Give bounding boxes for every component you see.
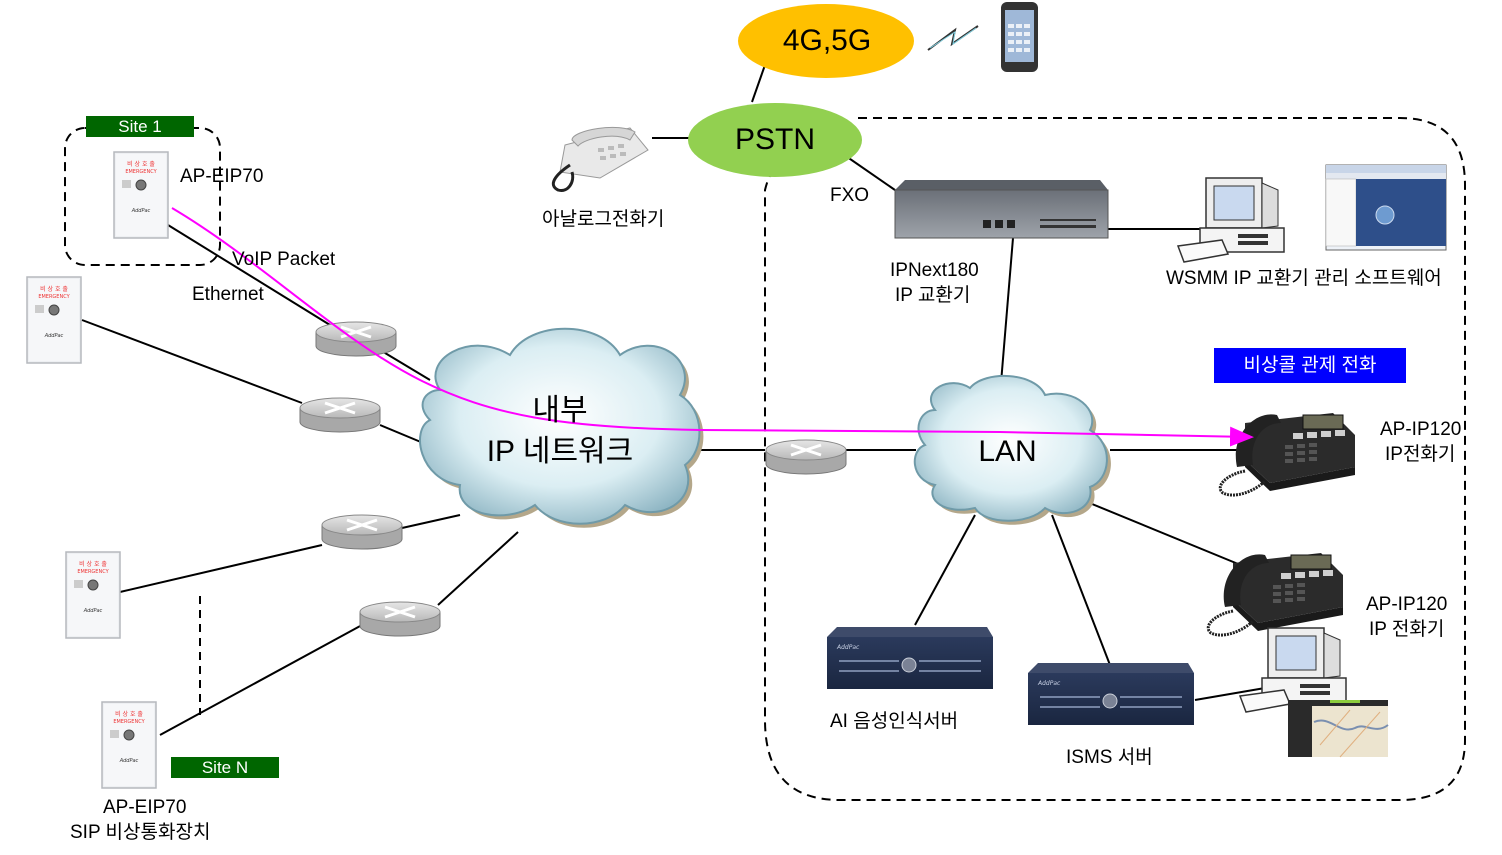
ai-server-label: AI 음성인식서버 [830, 711, 959, 732]
lan-label: LAN [978, 435, 1037, 468]
voip-packet-path [171, 207, 1254, 447]
isms-server-label: ISMS 서버 [1066, 747, 1153, 768]
emergency-phone-icon [113, 151, 169, 239]
map-screenshot-icon [1288, 700, 1389, 758]
connections [81, 64, 1266, 736]
ip-desk-phone-icon [1218, 411, 1357, 497]
internal-boundary [764, 117, 1466, 801]
internal-network-label-2: IP 네트워크 [486, 435, 634, 468]
emergency-phone-icon [65, 551, 121, 639]
site1-device-label: AP-EIP70 [180, 166, 264, 187]
siteN-tag: Site N [171, 757, 279, 778]
ethernet-label: Ethernet [192, 284, 264, 305]
site1-boundary [64, 127, 221, 266]
wsmm-label: WSMM IP 교환기 관리 소프트웨어 [1166, 268, 1442, 289]
voip-packet-label: VoIP Packet [232, 249, 336, 270]
ip-pbx-label-1: IPNext180 [890, 260, 979, 281]
router-icon [320, 513, 404, 551]
wireless-signal-icon [927, 25, 979, 51]
smartphone-icon [1001, 2, 1038, 72]
internal-network-label-1: 내부 [532, 394, 588, 427]
pstn-label: PSTN [734, 123, 815, 156]
pstn-ellipse [688, 103, 862, 177]
control-call-tag: 비상콜 관제 전화 [1214, 348, 1406, 383]
site1-tag: Site 1 [86, 116, 194, 137]
router-icon [298, 396, 382, 434]
router-icon [764, 438, 848, 476]
emergency-phone-icon [101, 701, 157, 789]
ip-phone-1-type: IP전화기 [1385, 444, 1456, 465]
analog-phone-icon [551, 126, 649, 192]
router-icon [314, 320, 398, 358]
emergency-phone-icon [26, 276, 82, 364]
wsmm-screenshot-icon [1325, 164, 1447, 251]
ip-phone-2-type: IP 전화기 [1369, 619, 1445, 640]
isms-server-icon [1027, 662, 1195, 726]
mobile-network-ellipse [738, 4, 914, 78]
isms-pc-icon [1239, 627, 1347, 713]
siteN-device-type: SIP 비상통화장치 [70, 822, 211, 843]
analog-phone-label: 아날로그전화기 [542, 209, 665, 230]
siteN-device-model: AP-EIP70 [103, 797, 187, 818]
mobile-network-label: 4G,5G [782, 24, 872, 57]
ip-phone-1-model: AP-IP120 [1380, 419, 1462, 440]
internal-ip-network-cloud [419, 327, 704, 528]
ip-pbx-icon [894, 180, 1109, 239]
ip-desk-phone-icon [1206, 551, 1345, 637]
router-icon [358, 600, 442, 638]
lan-cloud [913, 375, 1111, 525]
ip-phone-2-model: AP-IP120 [1366, 594, 1448, 615]
ip-pbx-label-2: IP 교환기 [895, 285, 971, 306]
wsmm-pc-icon [1177, 177, 1285, 263]
fxo-label: FXO [830, 185, 870, 206]
ai-server-icon [826, 626, 994, 690]
